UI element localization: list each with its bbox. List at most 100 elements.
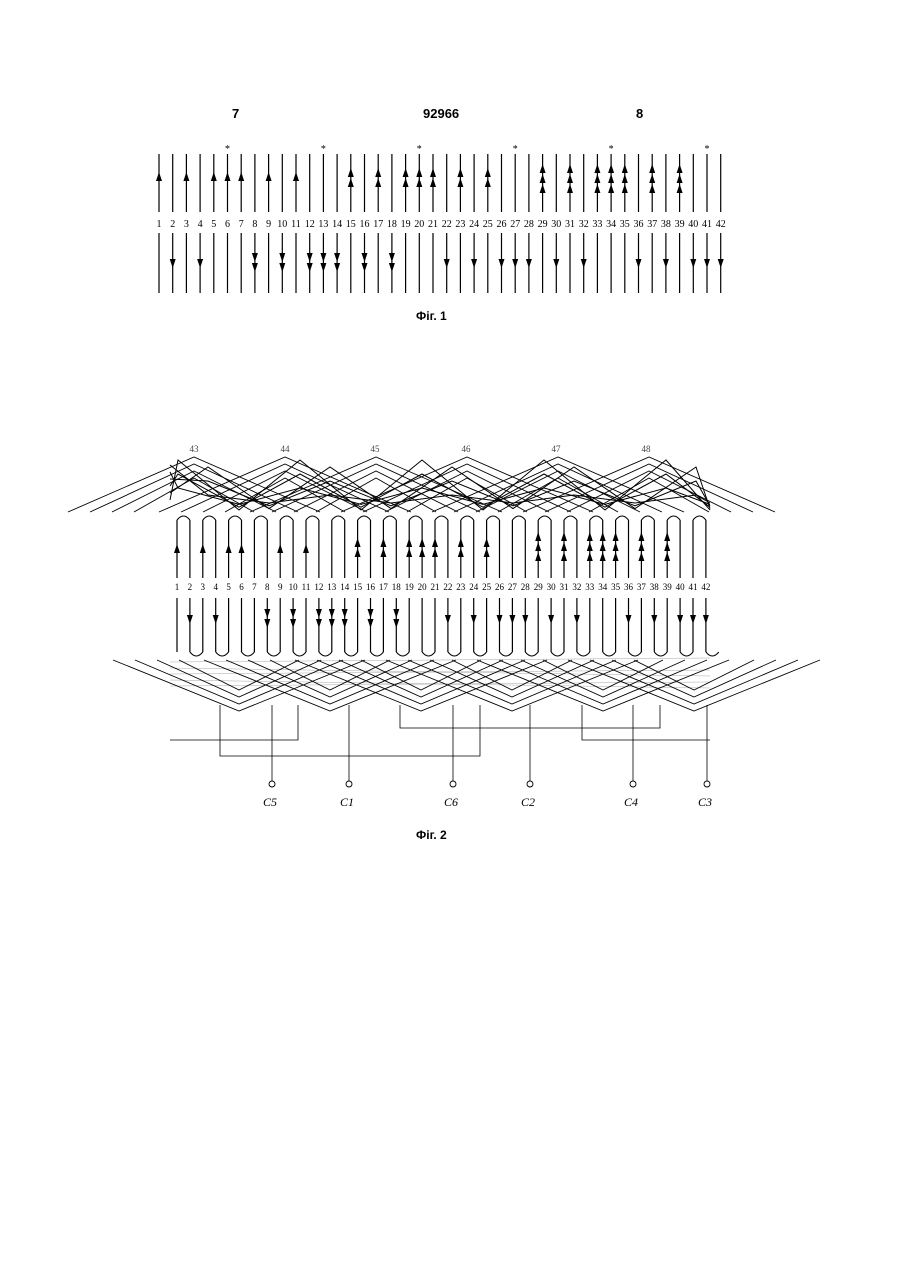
- fig2-caption: Фіг. 2: [416, 828, 447, 842]
- slot-15-up-arrow: [355, 548, 361, 557]
- slot-5-up-arrow: [226, 544, 232, 553]
- slot-16-bottom-turn: [371, 652, 384, 656]
- terminal-c6-label: C6: [444, 795, 458, 809]
- terminal-c5-circle: [269, 781, 275, 787]
- coil-group-label-44: 44: [281, 444, 291, 454]
- slot-12-down-arrow: [316, 619, 322, 628]
- slot-9-up-arrow: [277, 544, 283, 553]
- slot-1-up-arrow: [174, 544, 180, 553]
- slot-22-down-arrow: [445, 615, 451, 624]
- slot-24-bottom-turn: [474, 652, 487, 656]
- slot-19-number: 19: [405, 582, 415, 592]
- slot-12-bottom-turn: [319, 652, 332, 656]
- slot-41-top-turn: [693, 516, 706, 520]
- slot-14-number: 14: [340, 582, 350, 592]
- slot-26-number: 26: [495, 582, 505, 592]
- slot-21-top-turn: [435, 516, 448, 520]
- coil-group-label-47: 47: [552, 444, 562, 454]
- lower-coil-span-6-4: [568, 660, 820, 711]
- slot-20-bottom-turn: [422, 652, 435, 656]
- slot-13-down-arrow: [329, 619, 335, 628]
- slot-20-up-arrow: [419, 538, 425, 547]
- slot-13-top-turn: [332, 516, 345, 520]
- slot-29-up-arrow: [535, 532, 541, 541]
- terminal-c3-circle: [704, 781, 710, 787]
- slot-39-top-turn: [667, 516, 680, 520]
- slot-5-number: 5: [226, 582, 231, 592]
- slot-20-up-arrow: [419, 548, 425, 557]
- slot-18-down-arrow: [393, 609, 399, 618]
- slot-19-up-arrow: [406, 538, 412, 547]
- slot-40-bottom-turn: [680, 652, 693, 656]
- slot-13-number: 13: [327, 582, 337, 592]
- slot-12-number: 12: [314, 582, 323, 592]
- slot-25-up-arrow: [484, 548, 490, 557]
- slot-34-up-arrow: [600, 542, 606, 551]
- coil-group-label-43: 43: [190, 444, 200, 454]
- slot-17-up-arrow: [380, 538, 386, 547]
- slot-39-up-arrow: [664, 542, 670, 551]
- slot-6-bottom-turn: [242, 652, 255, 656]
- slot-8-bottom-turn: [267, 652, 280, 656]
- lower-coil-span-3-4: [295, 660, 547, 711]
- slot-1-number: 1: [175, 582, 180, 592]
- slot-15-top-turn: [358, 516, 371, 520]
- slot-12-down-arrow: [316, 609, 322, 618]
- slot-31-number: 31: [560, 582, 569, 592]
- lead-c5-feed: [170, 705, 298, 740]
- slot-31-top-turn: [564, 516, 577, 520]
- slot-3-top-turn: [203, 516, 216, 520]
- slot-8-number: 8: [265, 582, 270, 592]
- slot-39-number: 39: [663, 582, 673, 592]
- slot-37-number: 37: [637, 582, 647, 592]
- slot-21-up-arrow: [432, 538, 438, 547]
- slot-10-down-arrow: [290, 609, 296, 618]
- slot-35-number: 35: [611, 582, 621, 592]
- slot-35-up-arrow: [613, 532, 619, 541]
- slot-28-number: 28: [521, 582, 531, 592]
- slot-29-up-arrow: [535, 542, 541, 551]
- coil-group-label-46: 46: [462, 444, 472, 454]
- slot-9-top-turn: [280, 516, 293, 520]
- slot-9-number: 9: [278, 582, 283, 592]
- slot-18-down-arrow: [393, 619, 399, 628]
- terminal-c6-circle: [450, 781, 456, 787]
- slot-37-top-turn: [641, 516, 654, 520]
- slot-25-up-arrow: [484, 538, 490, 547]
- slot-30-number: 30: [547, 582, 557, 592]
- slot-35-up-arrow: [613, 552, 619, 561]
- terminal-c2-circle: [527, 781, 533, 787]
- lower-band-line-1: [170, 658, 710, 662]
- terminal-c4-label: C4: [624, 795, 638, 809]
- slot-15-up-arrow: [355, 538, 361, 547]
- slot-42-down-arrow: [703, 615, 709, 624]
- slot-33-up-arrow: [587, 532, 593, 541]
- slot-35-top-turn: [616, 516, 629, 520]
- slot-35-up-arrow: [613, 542, 619, 551]
- slot-40-number: 40: [676, 582, 686, 592]
- slot-39-up-arrow: [664, 532, 670, 541]
- slot-8-down-arrow: [264, 619, 270, 628]
- slot-37-up-arrow: [638, 552, 644, 561]
- lower-coil-span-4-4: [386, 660, 638, 711]
- slot-5-top-turn: [229, 516, 242, 520]
- terminal-c5-label: C5: [263, 795, 277, 809]
- slot-2-down-arrow: [187, 615, 193, 624]
- slot-17-up-arrow: [380, 548, 386, 557]
- slot-36-number: 36: [624, 582, 634, 592]
- slot-23-up-arrow: [458, 548, 464, 557]
- slot-1-top-turn: [177, 516, 190, 520]
- slot-32-down-arrow: [574, 615, 580, 624]
- slot-23-up-arrow: [458, 538, 464, 547]
- slot-21-number: 21: [431, 582, 440, 592]
- slot-2-bottom-turn: [190, 652, 203, 656]
- slot-38-bottom-turn: [654, 652, 667, 656]
- slot-3-up-arrow: [200, 544, 206, 553]
- slot-41-down-arrow: [690, 615, 696, 624]
- slot-10-number: 10: [289, 582, 299, 592]
- slot-27-top-turn: [512, 516, 525, 520]
- slot-33-number: 33: [585, 582, 595, 592]
- slot-6-number: 6: [239, 582, 244, 592]
- slot-23-number: 23: [456, 582, 466, 592]
